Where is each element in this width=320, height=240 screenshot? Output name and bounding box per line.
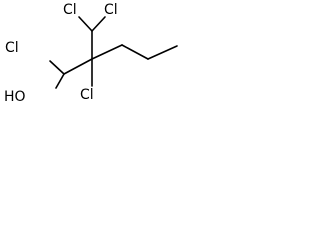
bond-central-to-left-carbon bbox=[63, 58, 93, 75]
bond-propyl-2 bbox=[121, 44, 149, 60]
bond-chcl2-cl-right bbox=[91, 16, 106, 32]
atom-cl-top-left: Cl bbox=[63, 2, 77, 18]
bond-propyl-3 bbox=[147, 45, 178, 60]
atom-cl-top-right: Cl bbox=[104, 2, 118, 18]
bond-left-carbon-cl bbox=[49, 60, 65, 75]
atom-ho: HO bbox=[4, 89, 26, 105]
bond-chcl2-cl-left bbox=[78, 16, 93, 32]
bond-lines bbox=[49, 16, 178, 89]
bond-propyl-1 bbox=[91, 44, 123, 60]
atom-cl-center: Cl bbox=[80, 87, 94, 103]
bond-left-carbon-oh bbox=[55, 73, 65, 89]
structure-diagram: Cl Cl Cl HO Cl bbox=[0, 0, 180, 116]
atom-cl-left: Cl bbox=[5, 40, 19, 56]
